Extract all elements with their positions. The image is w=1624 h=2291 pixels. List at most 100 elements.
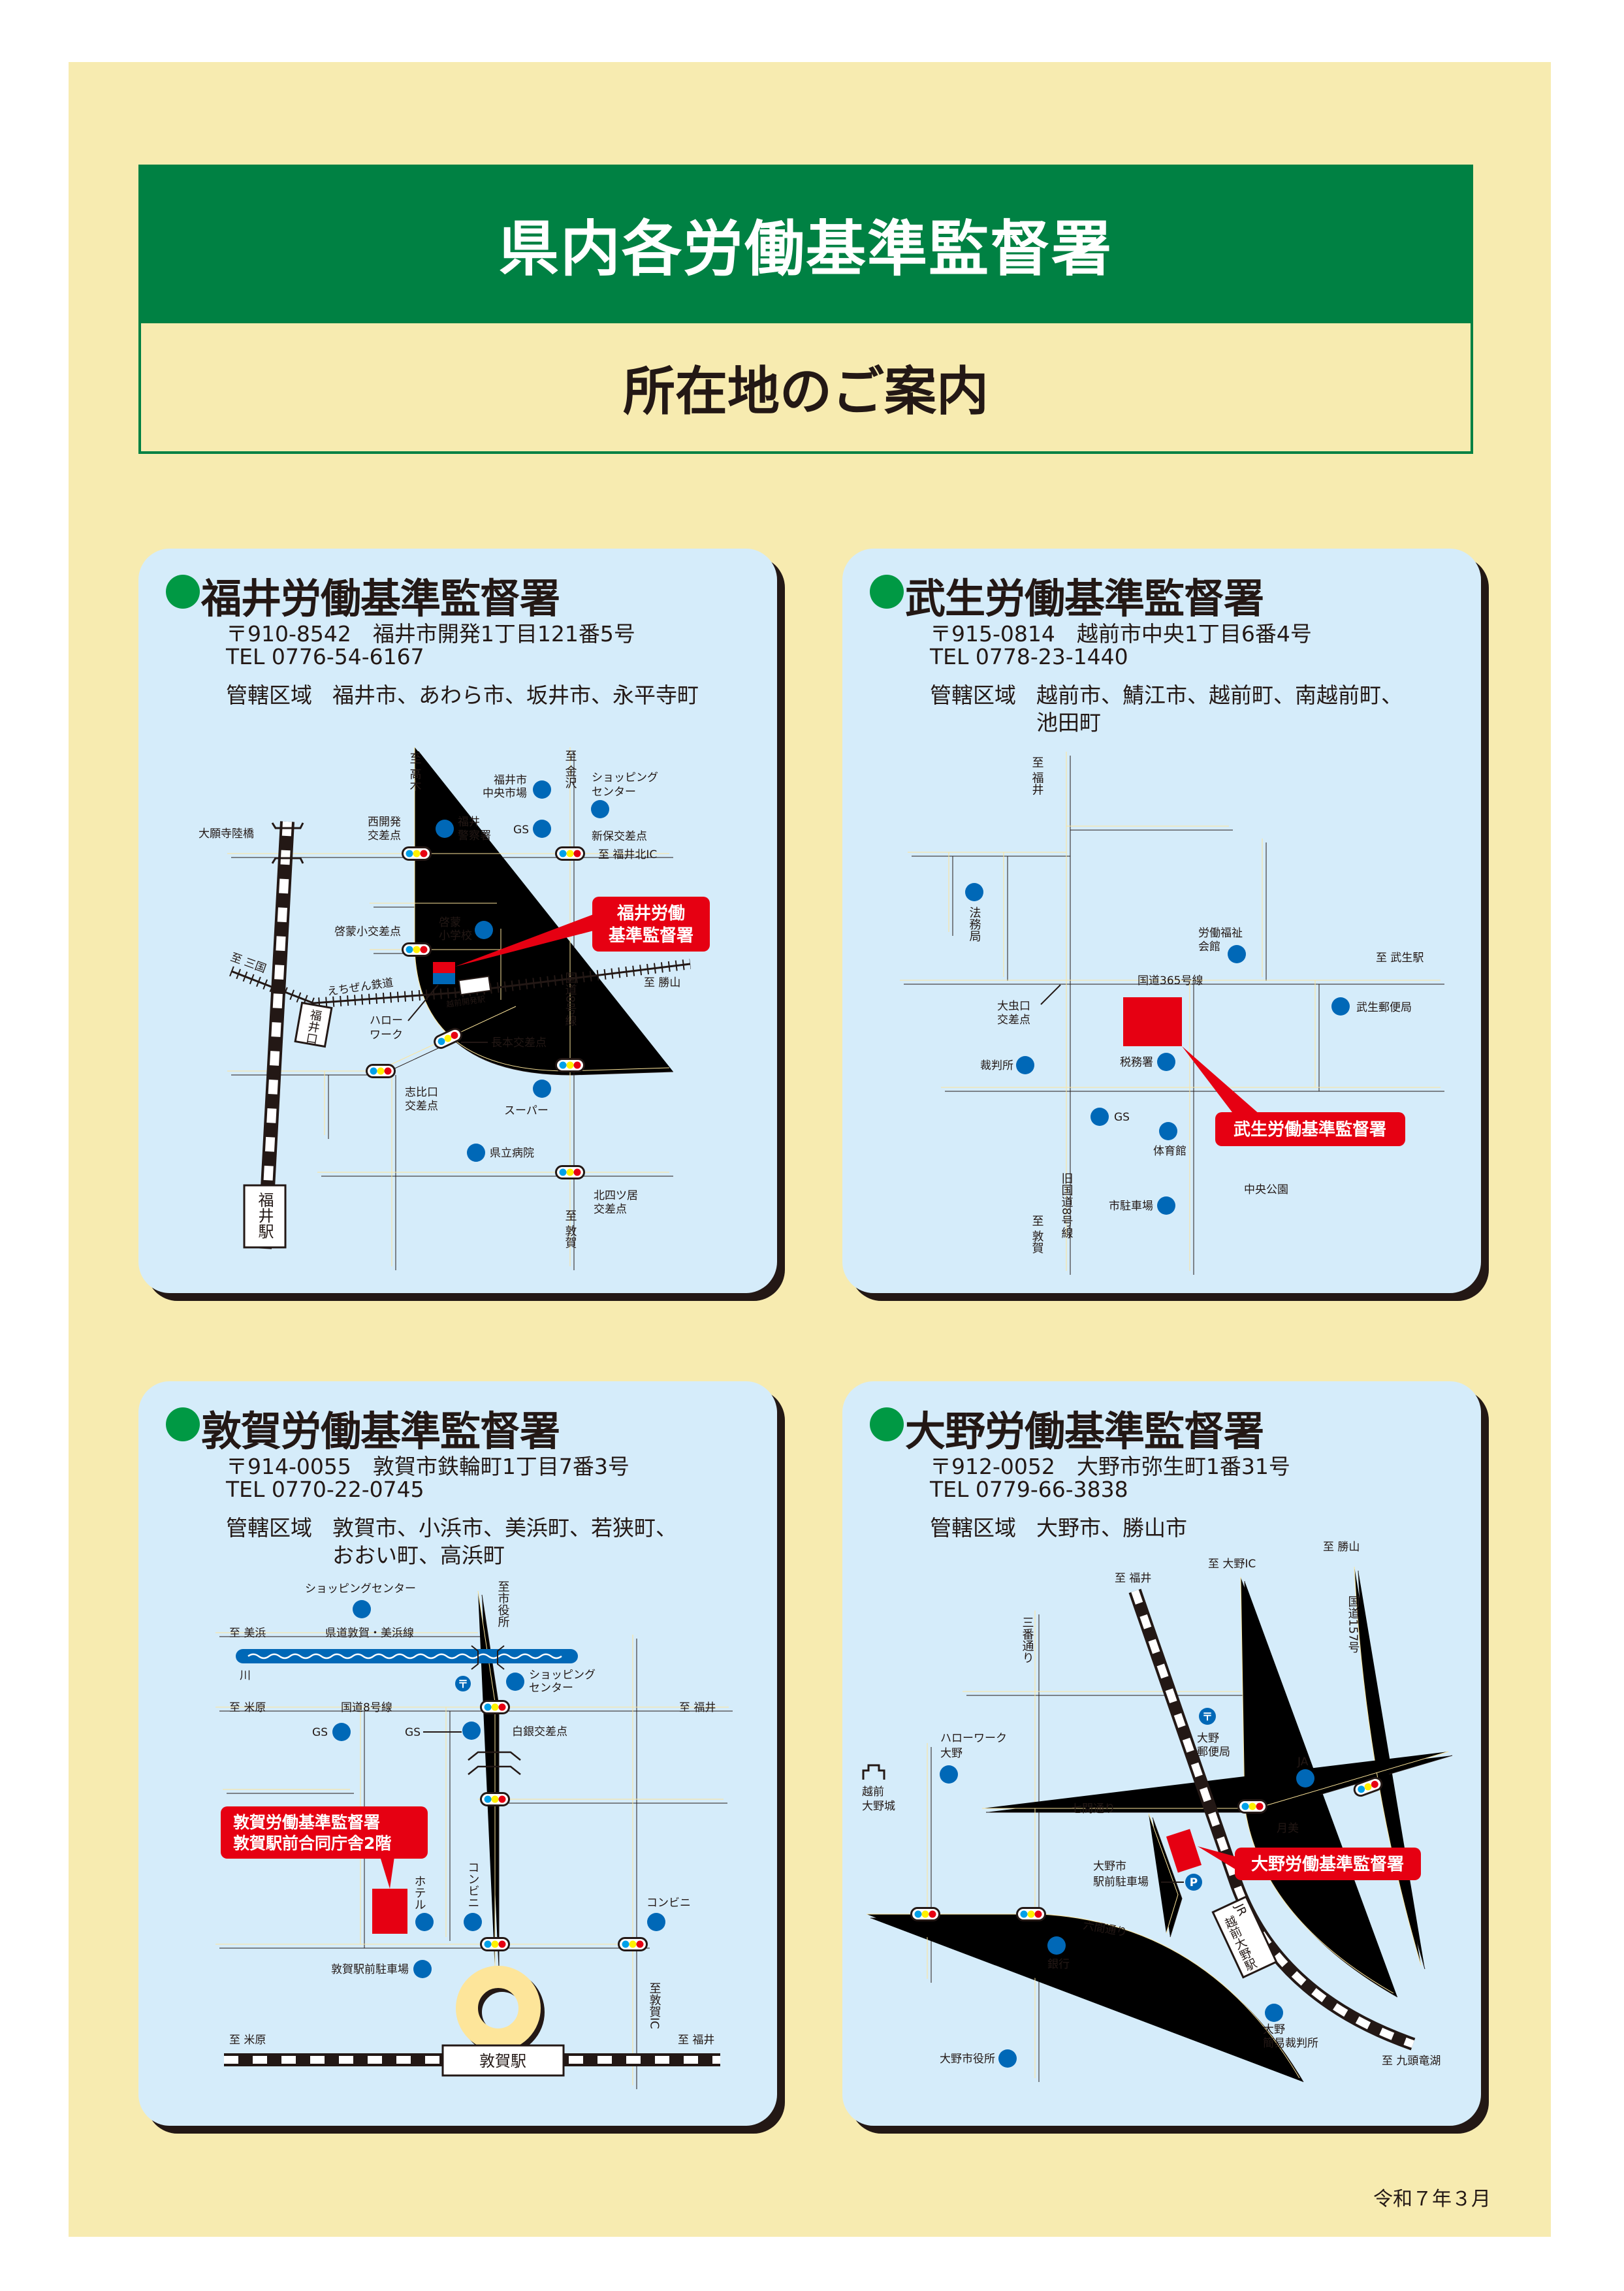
poi-gs [462, 1722, 481, 1740]
label-gs: GS [405, 1726, 421, 1739]
label-shinbo: 新保交差点 [592, 830, 647, 843]
poi-bank [1047, 1936, 1066, 1955]
label-castle: 大野城 [862, 1800, 895, 1813]
label-to-kanazawa: 至 金沢 [564, 750, 577, 789]
poi-school [475, 921, 493, 939]
poi-hellowork [940, 1765, 958, 1784]
office-name: 福井労働基準監督署 [201, 575, 560, 622]
label-super: スーパー [504, 1104, 549, 1117]
label-sanban: 三番通り [1021, 1616, 1034, 1663]
office-marker [1166, 1829, 1202, 1873]
label-to-fukui: 至 福井 [1115, 1572, 1151, 1585]
poi-court [1016, 1056, 1034, 1074]
traffic-signal-icon [555, 1165, 585, 1179]
label-shirogane: 白銀交差点 [512, 1725, 567, 1738]
bullet-icon [166, 575, 200, 609]
poi-convenience [464, 1913, 482, 1931]
office-callout: 大野労働基準監督署 [1198, 1846, 1421, 1880]
label-court: 簡易裁判所 [1263, 2037, 1318, 2050]
label-old-route8: 旧国道8号線 [1060, 1172, 1074, 1238]
label-to-mihama: 至 美浜 [229, 1627, 266, 1640]
label-shiiguchi: 志比口 [405, 1086, 438, 1099]
poi-shopping [591, 800, 609, 818]
office-callout: 福井労働 基準監督署 [455, 897, 710, 967]
bullet-icon [166, 1407, 200, 1441]
poi-parking [1157, 1196, 1175, 1215]
overpass-mark [468, 1751, 521, 1775]
station-label: 敦賀駅 [479, 2052, 526, 2070]
label-route8: 国道8号線 [564, 972, 577, 1026]
label-hellowork: ハローワーク [940, 1732, 1007, 1745]
office-card-ohno: JR 越前大野駅 〒 P 至 勝山 至 大野IC 至 福井 三番通り 国道157… [842, 1381, 1481, 2126]
fukuiguchi-station: 福井口 [294, 1001, 333, 1048]
callout-text: 基準監督署 [609, 925, 693, 946]
traffic-signal-icon [480, 1937, 510, 1951]
jurisdiction-value: おおい町、高浜町 [332, 1543, 505, 1568]
traffic-signal-icon [366, 1064, 396, 1078]
bullet-icon [870, 1407, 904, 1441]
label-kitayotsui: 交差点 [594, 1203, 627, 1216]
jurisdiction-label: 管轄区域 [226, 1515, 312, 1541]
poi-post-office [1331, 997, 1350, 1016]
traffic-signal-icon [402, 942, 432, 957]
label-to-maibara: 至 米原 [229, 1701, 266, 1714]
map-takefu: 至 福井 法務局 労働福祉 会館 至 武生駅 国道365号線 大虫口 交差点 武… [899, 751, 1445, 1275]
office-address: 〒915-0814 越前市中央1丁目6番4号 [930, 621, 1312, 647]
hellowork-marker [433, 973, 455, 984]
label-court: 裁判所 [980, 1059, 1013, 1072]
poi-super [533, 1080, 551, 1098]
office-marker [1123, 997, 1182, 1046]
poi-gs [332, 1723, 351, 1741]
poi-cityhall [998, 2049, 1017, 2068]
poi-tax-office [1157, 1053, 1175, 1071]
bullet-icon [870, 575, 904, 609]
poi-legal-affairs [965, 883, 983, 901]
label-hospital: 県立病院 [490, 1147, 534, 1160]
label-route365: 国道365号線 [1138, 974, 1203, 987]
label-to-fukui: 至 福井 [679, 1701, 716, 1714]
label-omushi: 交差点 [997, 1014, 1030, 1027]
poi-gs [1091, 1108, 1109, 1126]
label-post-office: 大野 [1197, 1732, 1219, 1745]
jurisdiction-label: 管轄区域 [930, 682, 1016, 708]
title-banner: 県内各労働基準監督署 [138, 165, 1473, 323]
office-address: 〒912-0052 大野市弥生町1番31号 [930, 1454, 1290, 1479]
label-to-fukuikita: 至 福井北IC [598, 848, 657, 861]
office-marker [372, 1889, 407, 1934]
label-tsukimi: 月美 [1277, 1822, 1299, 1835]
label-nishikaihatsu: 西開発 [368, 816, 401, 829]
office-card-takefu: 至 福井 法務局 労働福祉 会館 至 武生駅 国道365号線 大虫口 交差点 武… [842, 549, 1481, 1293]
post-symbol: 〒 [1202, 1710, 1213, 1723]
traffic-signal-icon [618, 1937, 648, 1951]
poi-shopping [353, 1600, 371, 1618]
label-court: 大野 [1263, 2023, 1285, 2036]
callout-text: 武生労働基準監督署 [1234, 1119, 1386, 1140]
poi-court [1265, 2004, 1283, 2022]
label-market: 福井市 [494, 774, 527, 787]
label-keimou-cross: 啓蒙小交差点 [334, 925, 401, 938]
post-office-icon: 〒 [1199, 1708, 1216, 1725]
office-marker [433, 962, 455, 973]
label-to-ic: 至敦賀IC [648, 1982, 661, 2029]
label-route157: 国道157号 [1346, 1595, 1360, 1654]
jurisdiction-value: 越前市、鯖江市、越前町、南越前町、 [1036, 682, 1403, 708]
traffic-signal-icon [480, 1700, 510, 1714]
poi-hotel [415, 1913, 434, 1931]
office-tel: TEL 0776-54-6167 [226, 644, 424, 669]
label-omushi: 大虫口 [997, 1000, 1030, 1013]
label-to-cityhall: 至市役所 [496, 1580, 510, 1627]
label-shopping: ショッピングセンター [305, 1582, 416, 1595]
traffic-signal-icon [480, 1792, 510, 1806]
office-name: 敦賀労働基準監督署 [201, 1407, 560, 1455]
label-nishikaihatsu: 交差点 [368, 829, 401, 842]
label-convenience: コンビニ [466, 1861, 480, 1908]
office-name: 大野労働基準監督署 [905, 1407, 1264, 1455]
label-gs: GS [1114, 1111, 1130, 1124]
office-address: 〒910-8542 福井市開発1丁目121番5号 [226, 621, 635, 647]
office-card-tsuruga: 敦賀駅 〒 ショッピングセンター 至 美浜 県道敦賀・美浜線 川 至市役所 ショ… [138, 1381, 777, 2126]
label-osamoto: 長本交差点 [491, 1036, 547, 1049]
callout-text: 福井労働 [616, 904, 685, 923]
office-callout: 敦賀労働基準監督署 敦賀駅前合同庁舎2階 [221, 1806, 428, 1889]
jurisdiction-value: 福井市、あわら市、坂井市、永平寺町 [332, 682, 699, 708]
label-shiiguchi: 交差点 [405, 1100, 438, 1113]
